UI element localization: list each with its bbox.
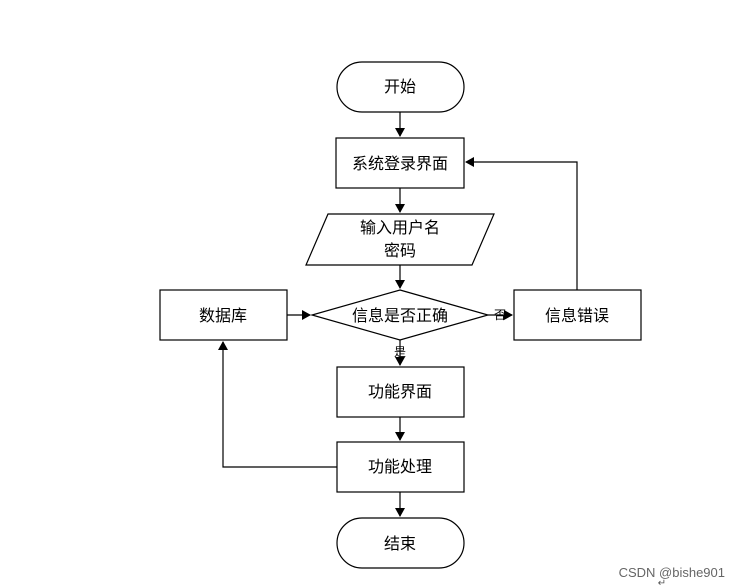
input-label-line1: 输入用户名 bbox=[360, 218, 440, 237]
end-node: 结束 bbox=[336, 517, 465, 569]
edge-function-proc-database bbox=[218, 341, 337, 468]
start-label: 开始 bbox=[384, 77, 416, 96]
function-proc-node: 功能处理 bbox=[336, 441, 465, 493]
edge-error-login bbox=[465, 157, 578, 290]
yes-label: 是 bbox=[394, 345, 406, 359]
return-mark: ↵ bbox=[658, 578, 666, 587]
login-label: 系统登录界面 bbox=[352, 154, 448, 173]
error-label: 信息错误 bbox=[545, 306, 609, 325]
database-label: 数据库 bbox=[199, 306, 247, 325]
function-ui-node: 功能界面 bbox=[336, 366, 465, 418]
database-node: 数据库 bbox=[159, 289, 288, 341]
function-ui-label: 功能界面 bbox=[368, 382, 432, 401]
check-node: 信息是否正确 bbox=[309, 289, 491, 341]
no-label: 否 bbox=[494, 308, 506, 322]
input-node: 输入用户名 密码 bbox=[305, 213, 495, 266]
error-node: 信息错误 bbox=[513, 289, 642, 341]
function-proc-label: 功能处理 bbox=[368, 457, 432, 476]
watermark: CSDN @bishe901 bbox=[619, 565, 725, 580]
end-label: 结束 bbox=[384, 534, 416, 553]
input-label-line2: 密码 bbox=[384, 241, 416, 260]
start-node: 开始 bbox=[336, 61, 465, 113]
check-label: 信息是否正确 bbox=[352, 306, 448, 325]
login-node: 系统登录界面 bbox=[335, 137, 465, 189]
